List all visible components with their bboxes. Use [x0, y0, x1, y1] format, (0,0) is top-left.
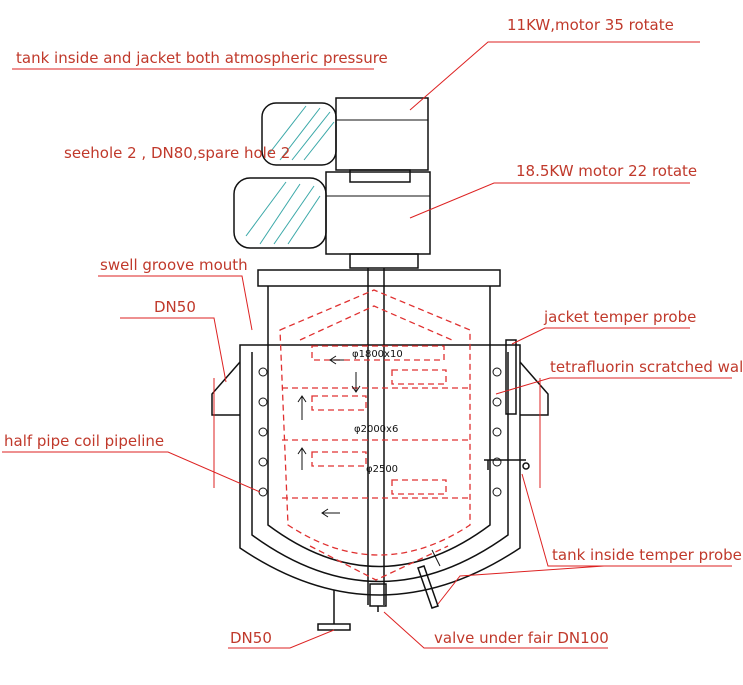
tank-body [239, 344, 521, 596]
bottom-motor [233, 171, 431, 269]
dimension-2: φ2000x6 [354, 424, 398, 435]
bottom-fittings [317, 549, 441, 631]
left-lug [211, 361, 241, 416]
label-valve: valve under fair DN100 [434, 629, 609, 647]
dimension-1: φ1800x10 [352, 349, 403, 360]
label-motor-top: 11KW,motor 35 rotate [507, 16, 674, 34]
label-inside-probe: tank inside temper probe [552, 546, 742, 564]
top-motor [261, 97, 429, 183]
label-scratched-wall: tetrafluorin scratched wall [550, 358, 743, 376]
label-half-pipe: half pipe coil pipeline [4, 432, 164, 450]
label-dn50-top: DN50 [154, 298, 196, 316]
label-dn50-bottom: DN50 [230, 629, 272, 647]
label-swell: swell groove mouth [100, 256, 248, 274]
label-pressure: tank inside and jacket both atmospheric … [16, 49, 388, 67]
label-seehole: seehole 2 , DN80,spare hole 2 [64, 144, 290, 162]
right-lug [519, 361, 549, 416]
agitator [279, 289, 471, 581]
flow-arrows [297, 355, 361, 518]
probes [484, 339, 530, 470]
leader-lines [2, 41, 732, 649]
tank-top [257, 269, 501, 345]
bottom-motor-hatch [245, 181, 321, 245]
label-jacket-probe: jacket temper probe [543, 308, 696, 326]
label-motor-bottom: 18.5KW motor 22 rotate [516, 162, 697, 180]
top-motor-hatch [267, 105, 335, 161]
dimension-3: φ2500 [366, 464, 398, 475]
